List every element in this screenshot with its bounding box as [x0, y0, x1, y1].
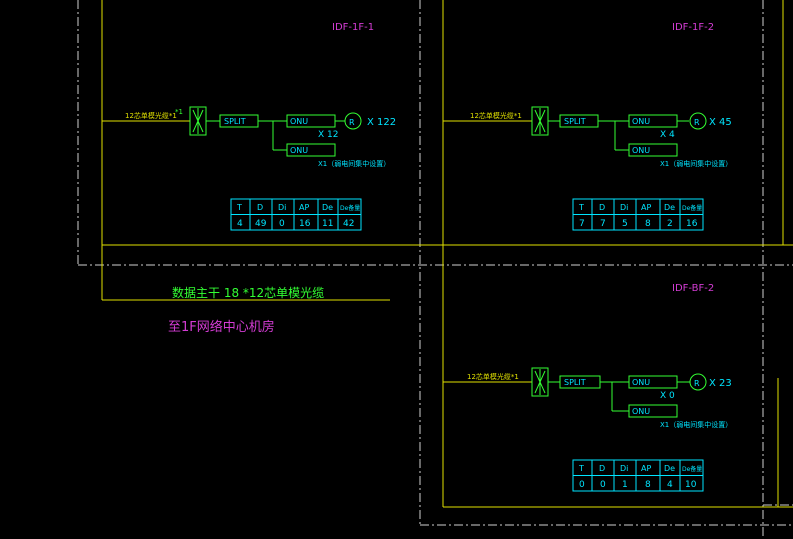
onu-lower-box	[628, 143, 678, 157]
table-cell: 11	[322, 219, 333, 229]
onu-box	[628, 375, 678, 389]
table-cell: 0	[579, 480, 585, 490]
stats-table-values: 0 0 1 8 4 10	[579, 480, 697, 490]
router-label: R	[349, 118, 355, 127]
table-header: D	[599, 464, 605, 473]
router-count: X 122	[367, 117, 396, 128]
table-cell: 1	[622, 480, 628, 490]
splitter-label: SPLIT	[564, 117, 586, 126]
panel-title: IDF-1F-2	[672, 22, 714, 33]
stats-table-values: 4 49 0 16 11 42	[237, 219, 354, 229]
table-header: AP	[641, 203, 651, 212]
onu-box	[286, 114, 336, 128]
onu-label: ONU	[632, 117, 650, 126]
stats-table-headers: T D Di AP De De备量	[236, 203, 360, 212]
table-header: D	[599, 203, 605, 212]
onu-lower-label: ONU	[290, 146, 308, 155]
onu-multiplier: X 4	[660, 130, 675, 140]
router-label: R	[694, 379, 700, 388]
router-label: R	[694, 118, 700, 127]
table-cell: 5	[622, 219, 628, 229]
table-header: Di	[620, 203, 628, 212]
table-cell: 8	[645, 480, 651, 490]
room-boundaries	[101, 0, 793, 508]
panel-title: IDF-1F-1	[332, 22, 374, 33]
table-header: D	[257, 203, 263, 212]
splitter-label: SPLIT	[564, 378, 586, 387]
fiber-connector-icon	[531, 367, 549, 397]
trunk-label: 数据主干 18 *12芯单模光缆	[172, 285, 324, 300]
table-cell: 49	[255, 219, 267, 229]
router-icon	[689, 112, 707, 130]
table-header: T	[236, 203, 242, 212]
stats-table	[230, 198, 362, 231]
panel-idf-1f-2: IDF-1F-2 12芯单模光缆*1 SPLIT ONU ONU X 4 R X…	[443, 22, 732, 231]
panel-idf-bf-2: IDF-BF-2 12芯单模光缆*1 SPLIT ONU ONU X 0 R X…	[443, 283, 732, 492]
table-header: De备量	[682, 204, 702, 212]
router-count: X 23	[709, 378, 732, 389]
table-header: De	[322, 203, 333, 212]
onu-multiplier: X 12	[318, 130, 338, 140]
stats-table-headers: T D Di AP De De备量	[578, 203, 702, 212]
table-header: De备量	[682, 465, 702, 473]
table-cell: 0	[279, 219, 285, 229]
splitter-label: SPLIT	[224, 117, 246, 126]
table-cell: 4	[237, 219, 243, 229]
table-cell: 7	[600, 219, 606, 229]
cable-label: 12芯单模光缆*1	[467, 372, 519, 381]
panel-idf-1f-1: IDF-1F-1 12芯单模光缆*1 *1 SPLIT ONU ONU X 12…	[102, 22, 396, 231]
table-cell: 16	[686, 219, 698, 229]
table-header: De	[664, 203, 675, 212]
onu-lower-box	[628, 404, 678, 418]
stats-table-values: 7 7 5 8 2 16	[579, 219, 698, 229]
table-cell: 16	[299, 219, 311, 229]
reserve-label: X1（弱电间集中设置）	[660, 159, 732, 168]
onu-label: ONU	[290, 117, 308, 126]
onu-label: ONU	[632, 378, 650, 387]
onu-lower-box	[286, 143, 336, 157]
onu-branch-lines	[598, 120, 689, 151]
table-cell: 4	[667, 480, 673, 490]
reserve-label: X1（弱电间集中设置）	[660, 420, 732, 429]
table-cell: 0	[600, 480, 606, 490]
table-cell: 8	[645, 219, 651, 229]
onu-box	[628, 114, 678, 128]
table-cell: 42	[343, 219, 354, 229]
table-header: De	[664, 464, 675, 473]
onu-branch-lines	[600, 381, 690, 412]
stats-table-headers: T D Di AP De De备量	[578, 464, 702, 473]
destination-label: 至1F网络中心机房	[168, 319, 275, 335]
cable-label: 12芯单模光缆*1	[125, 111, 177, 120]
router-icon	[344, 112, 362, 130]
table-header: AP	[641, 464, 651, 473]
table-header: Di	[278, 203, 286, 212]
table-cell: 10	[685, 480, 697, 490]
table-header: AP	[299, 203, 309, 212]
table-header: Di	[620, 464, 628, 473]
onu-lower-label: ONU	[632, 146, 650, 155]
reserve-label: X1（弱电间集中设置）	[318, 159, 390, 168]
stats-table	[572, 198, 704, 231]
router-icon	[689, 373, 707, 391]
svg-text:*1: *1	[175, 108, 183, 116]
cable-label: 12芯单模光缆*1	[470, 111, 522, 120]
router-count: X 45	[709, 117, 732, 128]
panel-title: IDF-BF-2	[672, 283, 714, 294]
table-header: De备量	[340, 204, 360, 212]
table-header: T	[578, 464, 584, 473]
fiber-connector-icon	[531, 106, 549, 136]
onu-multiplier: X 0	[660, 391, 675, 401]
table-cell: 2	[667, 219, 673, 229]
onu-lower-label: ONU	[632, 407, 650, 416]
table-cell: 7	[579, 219, 585, 229]
stats-table	[572, 459, 704, 492]
table-header: T	[578, 203, 584, 212]
onu-branch-lines	[258, 120, 345, 151]
dashed-room-outlines	[77, 0, 793, 539]
